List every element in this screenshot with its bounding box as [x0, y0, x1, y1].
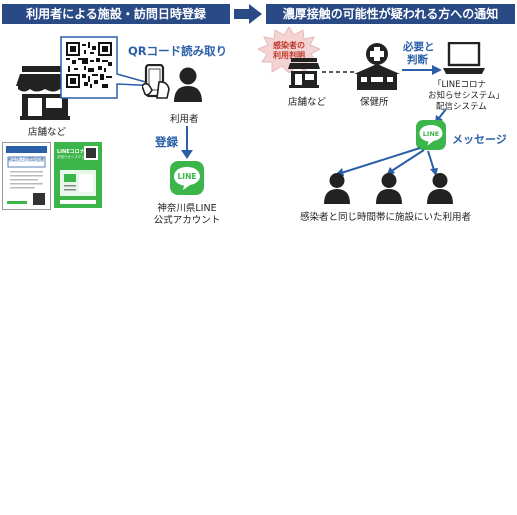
shop-icon-right — [288, 58, 320, 88]
arrow-to-system-icon — [402, 64, 442, 76]
arrow-right-icon — [234, 4, 262, 24]
green-poster-title-1: LINEコロナ — [57, 149, 85, 155]
user-label-left: 利用者 — [170, 114, 199, 125]
line-logo-right-text: LINE — [422, 129, 440, 138]
message-label: メッセージ — [452, 133, 507, 146]
shop-label-right: 店舗など — [288, 97, 327, 108]
arrow-down-icon — [180, 126, 194, 160]
register-label: 登録 — [155, 135, 178, 149]
users-label: 感染者と同じ時間帯に施設にいた利用者 — [300, 212, 472, 223]
right-banner: 濃厚接触の可能性が疑われる方への通知 — [266, 4, 515, 24]
infected-label-1: 感染者の — [273, 41, 305, 50]
user-icon-2 — [376, 172, 402, 204]
need-label-2: 判断 — [407, 54, 428, 66]
shop-label-left: 店舗など — [28, 127, 67, 138]
qr-read-label: QRコード読み取り — [128, 44, 228, 58]
green-poster-title-2: お知らせシステム — [57, 155, 85, 159]
qr-code-icon — [66, 42, 112, 88]
infected-label-2: 利用判明 — [273, 51, 305, 60]
system-label-3: 配信システム — [436, 102, 487, 112]
white-poster — [2, 142, 51, 210]
health-center-icon — [354, 42, 400, 90]
user-icon — [174, 66, 202, 102]
line-logo-icon: LINE — [170, 161, 204, 195]
fanout-arrows — [320, 140, 450, 182]
white-poster-title: 感染防止対策取組書 — [8, 157, 44, 162]
line-logo-right-icon: LINE — [416, 120, 446, 150]
system-label-2: お知らせシステム」 — [428, 91, 505, 101]
smartphone-icon — [142, 64, 172, 100]
green-poster — [54, 142, 102, 208]
line-account-label-1: 神奈川県LINE — [157, 203, 217, 214]
need-label-1: 必要と — [403, 41, 435, 53]
system-label-1: 「LINEコロナ — [433, 80, 486, 90]
left-banner: 利用者による施設・訪問日時登録 — [2, 4, 230, 24]
dashed-connector — [322, 70, 356, 74]
user-icon-1 — [324, 172, 350, 204]
shop-icon — [16, 66, 74, 120]
line-logo-text: LINE — [177, 172, 197, 181]
health-center-label: 保健所 — [360, 97, 389, 108]
laptop-icon — [443, 42, 485, 76]
line-account-label-2: 公式アカウント — [153, 215, 221, 226]
user-icon-3 — [427, 172, 453, 204]
